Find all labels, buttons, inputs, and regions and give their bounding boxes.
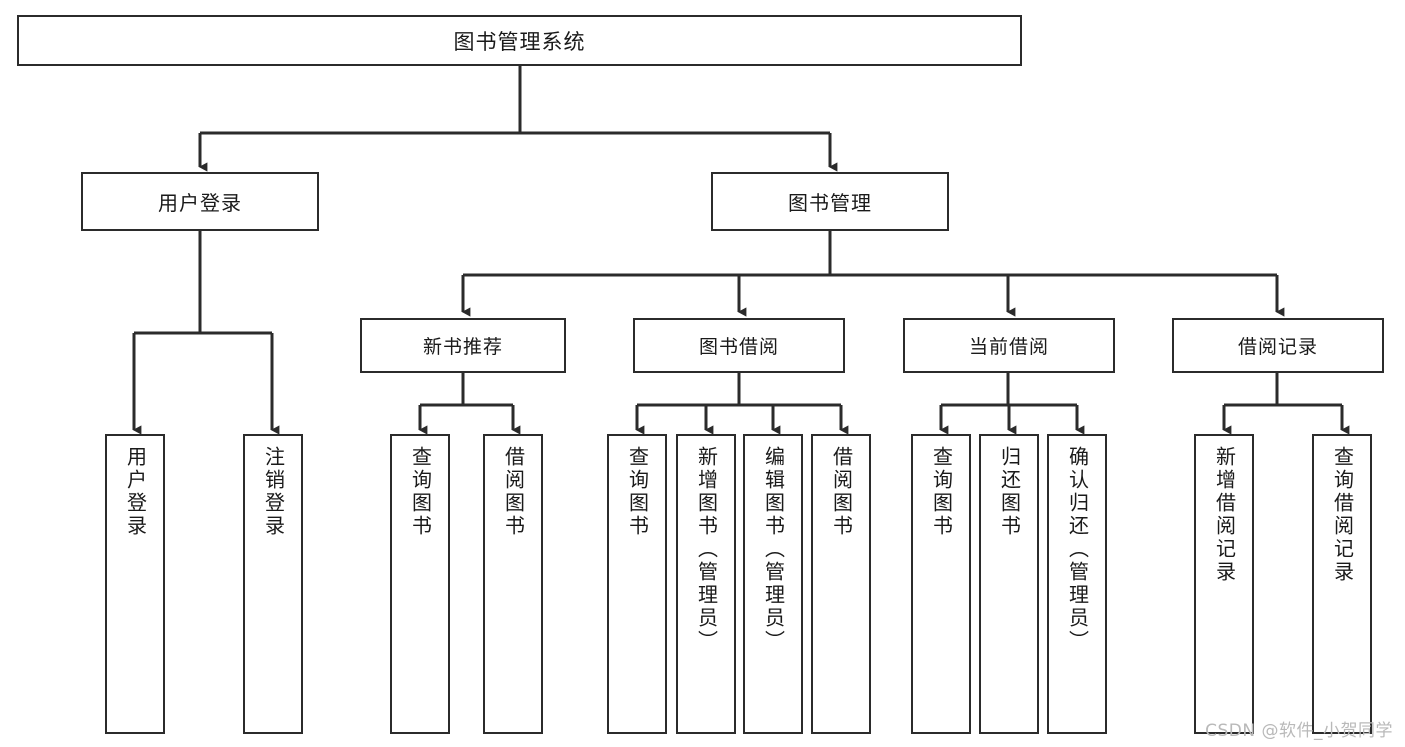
node-new-book-recommend[interactable]: 新书推荐 [360,318,566,373]
node-label: 用户登录 [123,446,148,538]
node-label: 查询图书 [625,446,650,538]
node-label: 借阅记录 [1237,336,1318,358]
node-user-login[interactable]: 用户登录 [81,172,319,231]
watermark: CSDN @软件_小贺同学 [1205,721,1393,741]
leaf-new-book-query[interactable]: 查询图书 [390,434,450,734]
node-label: 查询借阅记录 [1330,446,1355,584]
node-label: 归还图书 [997,446,1022,538]
node-label: 图书管理系统 [453,29,586,54]
leaf-cb-query-book[interactable]: 查询图书 [911,434,971,734]
node-label: 查询图书 [929,446,954,538]
node-label: 用户登录 [158,191,242,215]
node-label: 查询图书 [408,446,433,538]
leaf-bb-query-book[interactable]: 查询图书 [607,434,667,734]
node-book-borrow[interactable]: 图书借阅 [633,318,845,373]
leaf-br-query-record[interactable]: 查询借阅记录 [1312,434,1372,734]
leaf-new-book-borrow[interactable]: 借阅图书 [483,434,543,734]
node-label: 新书推荐 [422,336,503,358]
node-label: 注销登录 [261,446,286,538]
leaf-user-login[interactable]: 用户登录 [105,434,165,734]
leaf-logout[interactable]: 注销登录 [243,434,303,734]
leaf-cb-confirm-return-admin[interactable]: 确认归还（管理员） [1047,434,1107,734]
node-borrow-record[interactable]: 借阅记录 [1172,318,1384,373]
node-label: 编辑图书（管理员） [761,446,786,653]
node-label: 图书借阅 [698,336,779,358]
node-label: 借阅图书 [501,446,526,538]
node-label: 图书管理 [788,191,872,215]
node-label: 确认归还（管理员） [1065,446,1090,653]
node-label: 新增借阅记录 [1212,446,1237,584]
leaf-bb-borrow-book[interactable]: 借阅图书 [811,434,871,734]
leaf-bb-edit-book-admin[interactable]: 编辑图书（管理员） [743,434,803,734]
node-book-management[interactable]: 图书管理 [711,172,949,231]
leaf-cb-return-book[interactable]: 归还图书 [979,434,1039,734]
node-label: 借阅图书 [829,446,854,538]
node-label: 新增图书（管理员） [694,446,719,653]
node-root-system[interactable]: 图书管理系统 [17,15,1022,66]
leaf-br-add-record[interactable]: 新增借阅记录 [1194,434,1254,734]
leaf-bb-add-book-admin[interactable]: 新增图书（管理员） [676,434,736,734]
node-label: 当前借阅 [968,336,1049,358]
node-current-borrow[interactable]: 当前借阅 [903,318,1115,373]
